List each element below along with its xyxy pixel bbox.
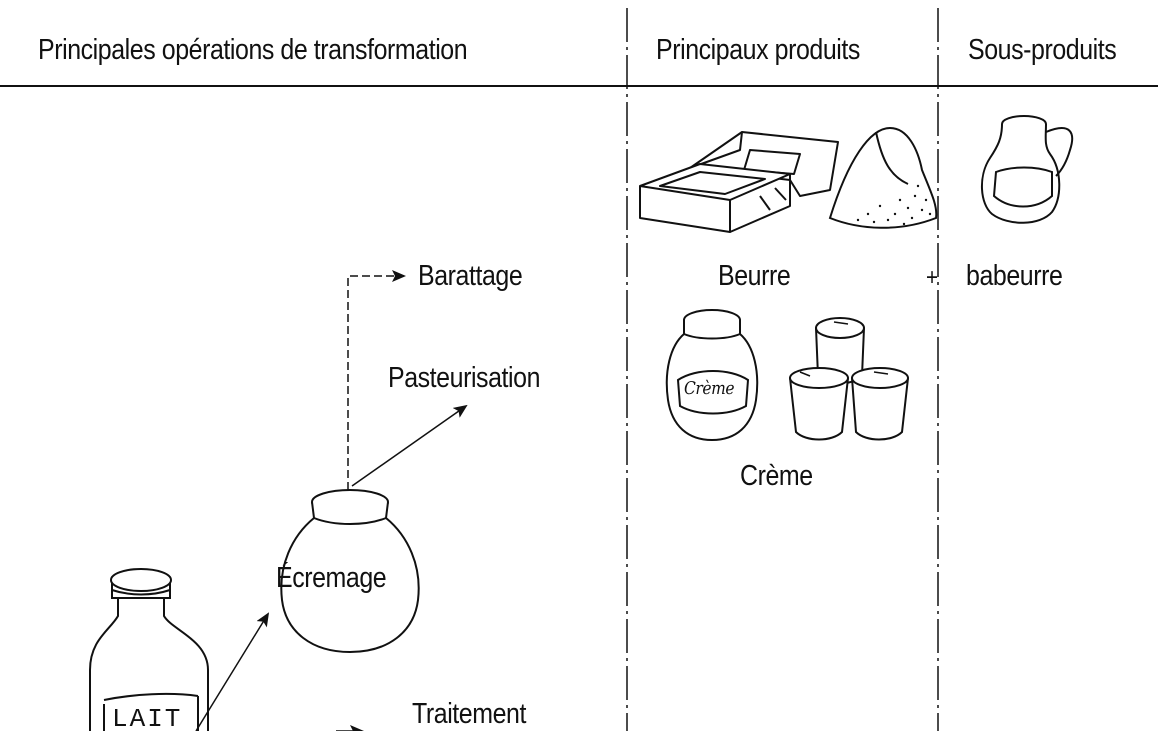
ecremage-jar-illustration: [280, 489, 420, 654]
bottle-label-text: LAIT: [112, 704, 183, 734]
cream-pots-illustration: [789, 317, 909, 441]
header-operations: Principales opérations de transformation: [38, 34, 468, 66]
plus-sign: +: [926, 264, 938, 291]
label-babeurre: babeurre: [966, 260, 1063, 292]
jar-label-text: Crème: [684, 378, 735, 399]
butter-mound-illustration: [828, 126, 938, 229]
label-ecremage: Écremage: [276, 562, 387, 594]
arrow-to-ecremage: [195, 612, 270, 731]
buttermilk-pitcher-illustration: [980, 115, 1074, 224]
header-products: Principaux produits: [656, 34, 860, 66]
arrow-to-pasteurisation: [351, 404, 468, 487]
butter-packets-illustration: [639, 131, 839, 233]
label-traitement: Traitement: [412, 698, 526, 730]
label-pasteurisation: Pasteurisation: [388, 362, 541, 394]
label-creme: Crème: [740, 460, 813, 492]
flow-arrows: [195, 270, 468, 731]
label-beurre: Beurre: [718, 260, 791, 292]
header-byproducts: Sous-produits: [968, 34, 1117, 66]
label-barattage: Barattage: [418, 260, 523, 292]
milk-bottle-illustration: [89, 568, 209, 731]
cream-jar-illustration: [665, 309, 759, 442]
